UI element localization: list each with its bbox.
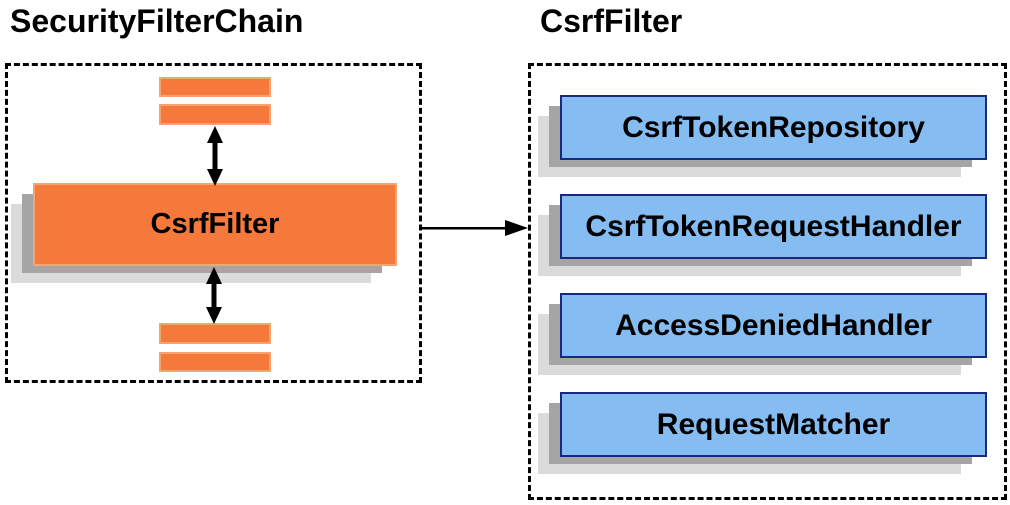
filter-bar-top-1 [159,77,271,97]
csrf-filter-box: CsrfFilter [11,183,397,283]
component-label: CsrfTokenRequestHandler [585,209,962,243]
component-label: AccessDeniedHandler [615,308,932,342]
arrow-icon [422,220,528,236]
filter-bar-top-2 [159,104,271,125]
security-filter-chain-container: CsrfFilter [5,63,422,383]
component-label: RequestMatcher [656,407,891,441]
csrf-filter-container: CsrfTokenRepository CsrfTokenRequestHand… [528,63,1007,500]
component-label: CsrfTokenRepository [622,110,925,144]
csrf-filter-title: CsrfFilter [540,3,683,39]
csrf-filter-box-label: CsrfFilter [150,208,280,240]
filter-bar-bottom-2 [159,352,271,372]
component-box-csrf-token-request-handler: CsrfTokenRequestHandler [538,194,987,276]
component-box-csrf-token-repository: CsrfTokenRepository [538,95,987,177]
component-box-request-matcher: RequestMatcher [538,392,987,474]
filter-bar-bottom-1 [159,323,271,344]
security-filter-chain-title: SecurityFilterChain [10,3,304,39]
component-box-access-denied-handler: AccessDeniedHandler [538,293,987,375]
